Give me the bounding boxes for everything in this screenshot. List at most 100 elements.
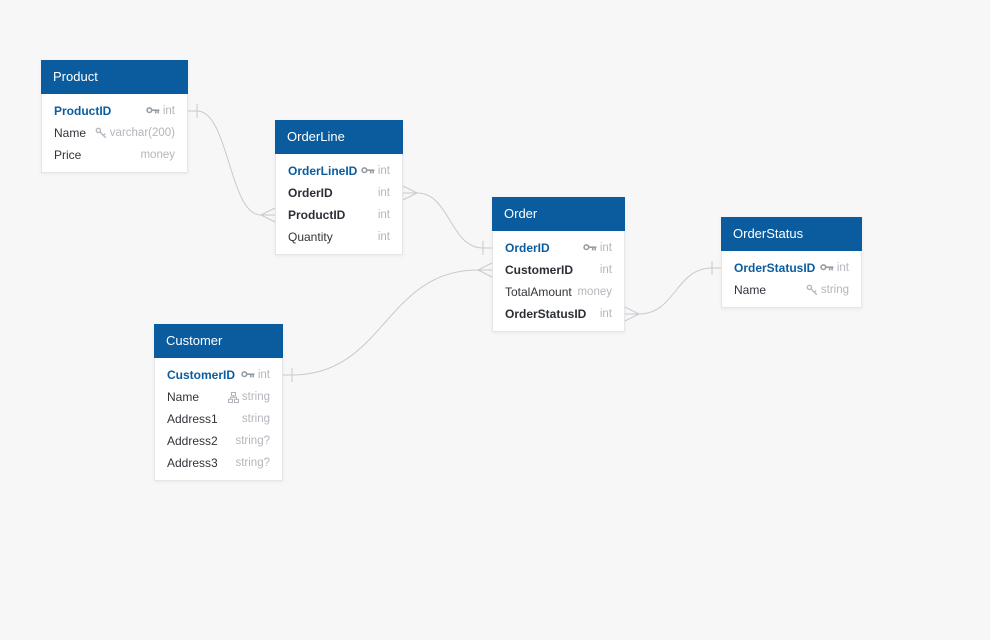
field-type-group: int: [378, 231, 390, 243]
field-type-group: int: [146, 105, 175, 117]
index-icon: [227, 391, 239, 403]
field-type: varchar(200): [109, 127, 175, 139]
field-type-group: money: [577, 286, 612, 298]
field-row-address2[interactable]: Address2 string?: [155, 430, 282, 452]
field-type: string: [820, 284, 849, 296]
field-row-name[interactable]: Name varchar(200): [42, 122, 187, 144]
field-type: int: [377, 165, 390, 177]
field-type-group: int: [378, 187, 390, 199]
many-marker-crow-foot: [624, 306, 640, 322]
field-name: Name: [734, 283, 767, 297]
table-title[interactable]: OrderStatus: [721, 217, 862, 251]
field-row-productid[interactable]: ProductID int: [276, 204, 402, 226]
field-name: TotalAmount: [505, 285, 572, 299]
field-row-address1[interactable]: Address1 string: [155, 408, 282, 430]
field-type-group: string?: [235, 457, 270, 469]
field-type-group: string: [242, 413, 270, 425]
field-type: money: [140, 149, 175, 161]
field-row-customerid[interactable]: CustomerID int: [155, 364, 282, 386]
key-pk-icon: [583, 243, 597, 253]
field-type: money: [577, 286, 612, 298]
field-row-orderlineid[interactable]: OrderLineID int: [276, 160, 402, 182]
field-type-group: string: [806, 284, 849, 296]
many-marker-crow-foot: [402, 185, 418, 201]
field-name: Address2: [167, 434, 218, 448]
field-type: int: [162, 105, 175, 117]
field-type: string?: [235, 435, 270, 447]
relationship-line[interactable]: [416, 192, 492, 249]
field-type: int: [377, 209, 390, 221]
field-name: Address1: [167, 412, 218, 426]
field-name: Address3: [167, 456, 218, 470]
relationship-line[interactable]: [188, 110, 262, 216]
field-name: CustomerID: [167, 368, 236, 382]
table-title[interactable]: OrderLine: [275, 120, 403, 154]
field-type-group: string: [227, 391, 270, 403]
key-pk-icon: [820, 263, 834, 273]
field-name: OrderLineID: [288, 164, 358, 178]
field-type: int: [599, 308, 612, 320]
table-title[interactable]: Product: [41, 60, 188, 94]
table-title[interactable]: Order: [492, 197, 625, 231]
field-type: int: [377, 187, 390, 199]
relationship-line[interactable]: [283, 269, 479, 376]
field-type: int: [257, 369, 270, 381]
relationship-line[interactable]: [638, 267, 721, 315]
many-marker-crow-foot: [477, 262, 493, 278]
field-name: ProductID: [288, 208, 346, 222]
key-pk-icon: [361, 166, 375, 176]
field-name: OrderID: [505, 241, 550, 255]
field-type: int: [599, 264, 612, 276]
field-name: Name: [54, 126, 87, 140]
field-row-price[interactable]: Price money: [42, 144, 187, 166]
field-type-group: int: [378, 209, 390, 221]
field-type: int: [377, 231, 390, 243]
many-marker-crow-foot: [260, 207, 276, 223]
field-row-customerid[interactable]: CustomerID int: [493, 259, 624, 281]
field-type-group: int: [241, 369, 270, 381]
field-type: int: [836, 262, 849, 274]
field-type: int: [599, 242, 612, 254]
field-type-group: int: [583, 242, 612, 254]
field-name: CustomerID: [505, 263, 574, 277]
field-row-name[interactable]: Name string: [155, 386, 282, 408]
field-name: Quantity: [288, 230, 333, 244]
field-row-productid[interactable]: ProductID int: [42, 100, 187, 122]
field-row-address3[interactable]: Address3 string?: [155, 452, 282, 474]
field-name: OrderStatusID: [505, 307, 587, 321]
field-type-group: int: [600, 308, 612, 320]
field-row-orderid[interactable]: OrderID int: [493, 237, 624, 259]
key-pk-icon: [146, 106, 160, 116]
key-pk-icon: [241, 370, 255, 380]
field-type-group: varchar(200): [95, 127, 175, 139]
field-name: Name: [167, 390, 200, 404]
field-type: string?: [235, 457, 270, 469]
field-type-group: string?: [235, 435, 270, 447]
field-type: string: [241, 413, 270, 425]
field-row-orderid[interactable]: OrderID int: [276, 182, 402, 204]
field-row-totalamount[interactable]: TotalAmount money: [493, 281, 624, 303]
field-row-quantity[interactable]: Quantity int: [276, 226, 402, 248]
field-name: OrderID: [288, 186, 333, 200]
key-unique-icon: [95, 127, 107, 139]
field-row-orderstatusid[interactable]: OrderStatusID int: [722, 257, 861, 279]
key-unique-icon: [806, 284, 818, 296]
field-name: Price: [54, 148, 82, 162]
field-name: OrderStatusID: [734, 261, 816, 275]
table-title[interactable]: Customer: [154, 324, 283, 358]
field-row-name[interactable]: Name string: [722, 279, 861, 301]
field-row-orderstatusid[interactable]: OrderStatusID int: [493, 303, 624, 325]
field-name: ProductID: [54, 104, 112, 118]
